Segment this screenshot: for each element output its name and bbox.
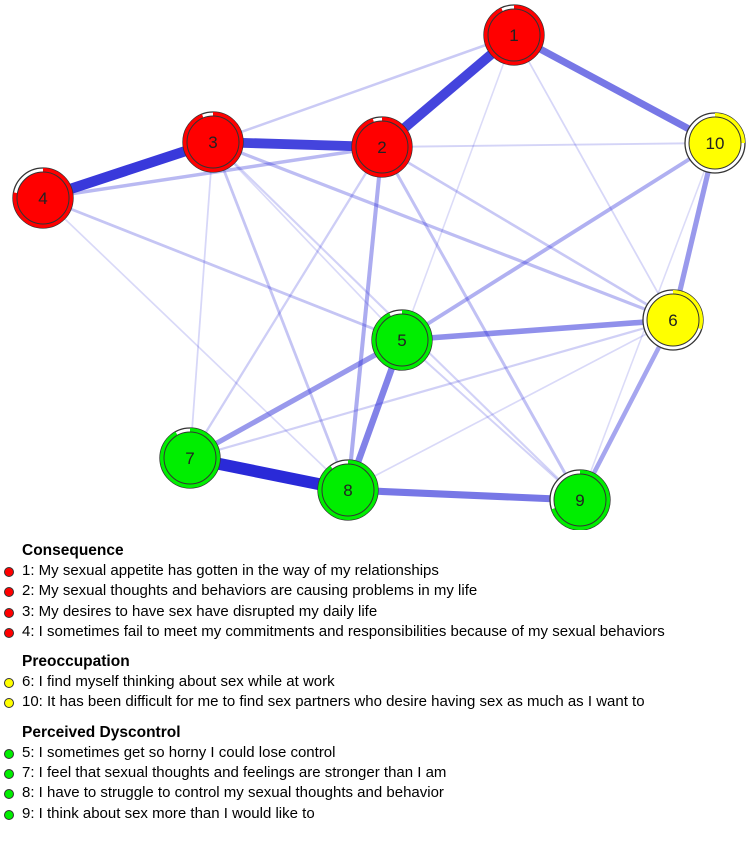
network-graph: 1 2 3 4 5 6 7 8 9 10 [12, 4, 746, 530]
legend-group: Preoccupation 6: I find myself thinking a… [4, 652, 746, 713]
node-fill [355, 120, 409, 174]
legend-dot-icon [4, 567, 14, 577]
node-label: 7 [185, 449, 194, 468]
legend-dot-icon [4, 607, 14, 618]
legend-item: 6: I find myself thinking about sex whil… [4, 672, 746, 692]
legend: Consequence 1: My sexual appetite has got… [4, 541, 746, 834]
node-label: 5 [397, 331, 406, 350]
node-label: 2 [377, 138, 386, 157]
node-1: 1 [483, 4, 545, 66]
edge-6-8 [347, 319, 674, 491]
legend-item-text: 6: I find myself thinking about sex whil… [22, 673, 335, 691]
node-fill [186, 115, 240, 169]
edge-3-5 [212, 141, 403, 341]
node-7: 7 [159, 427, 221, 489]
legend-item-text: 1: My sexual appetite has gotten in the … [22, 562, 439, 579]
node-fill [646, 293, 700, 347]
legend-item-text: 4: I sometimes fail to meet my commitmen… [22, 622, 665, 640]
legend-dot-icon [4, 627, 14, 638]
legend-item: 2: My sexual thoughts and behaviors are … [4, 581, 746, 601]
node-label: 8 [343, 481, 352, 500]
edge-4-5 [42, 196, 403, 342]
edge-3-7 [189, 141, 214, 459]
edge-3-6 [212, 140, 674, 322]
legend-item: 10: It has been difficult for me to find… [4, 692, 746, 712]
edge-2-10 [381, 142, 716, 148]
edge-2-7 [189, 146, 383, 459]
edge-1-5 [401, 34, 515, 341]
node-8: 8 [317, 459, 379, 521]
edge-2-6 [381, 145, 674, 322]
legend-item-text: 8: I have to struggle to control my sexu… [22, 784, 444, 802]
edge-1-6 [513, 34, 674, 321]
edge-4-8 [42, 197, 349, 491]
legend-dot-icon [4, 809, 14, 820]
node-fill [321, 463, 375, 517]
legend-dot-icon [4, 587, 14, 598]
node-3: 3 [182, 111, 244, 173]
legend-item: 1: My sexual appetite has gotten in the … [4, 561, 746, 581]
legend-item: 9: I think about sex more than I would l… [4, 804, 746, 824]
edge-3-1 [212, 33, 515, 144]
node-5: 5 [371, 309, 433, 371]
legend-group-title: Perceived Dyscontrol [22, 723, 181, 741]
legend-item-text: 2: My sexual thoughts and behaviors are … [22, 582, 478, 600]
edge-1-10 [512, 31, 717, 147]
legend-item-text: 5: I sometimes get so horny I could lose… [22, 743, 336, 761]
edge-5-7 [188, 337, 404, 461]
edge-8-9 [347, 486, 581, 504]
node-4: 4 [12, 167, 74, 229]
node-2: 2 [351, 116, 413, 178]
legend-dot-icon [4, 769, 14, 780]
legend-item-text: 3: My desires to have sex have disrupted… [22, 602, 378, 620]
edge-2-9 [380, 146, 582, 501]
node-layer: 1 2 3 4 5 6 7 8 9 10 [12, 4, 746, 530]
node-label: 1 [509, 26, 518, 45]
legend-dot-icon [4, 789, 14, 800]
legend-item-text: 9: I think about sex more than I would l… [22, 804, 315, 822]
node-fill [375, 313, 429, 367]
legend-dot-icon [4, 678, 14, 689]
node-label: 3 [208, 133, 217, 152]
node-label: 9 [575, 491, 584, 510]
edge-7-6 [189, 318, 674, 460]
legend-item: 7: I feel that sexual thoughts and feeli… [4, 763, 746, 783]
edge-5-9 [401, 339, 581, 501]
node-label: 4 [38, 189, 47, 208]
edge-5-6 [401, 317, 674, 343]
legend-group-title: Preoccupation [22, 653, 130, 671]
node-label: 10 [706, 134, 725, 153]
legend-group: Perceived Dyscontrol 5: I sometimes get s… [4, 723, 746, 824]
legend-item: 4: I sometimes fail to meet my commitmen… [4, 622, 746, 642]
node-fill [487, 8, 541, 62]
node-label: 6 [668, 311, 677, 330]
legend-group: Consequence 1: My sexual appetite has got… [4, 541, 746, 642]
legend-item: 8: I have to struggle to control my sexu… [4, 783, 746, 803]
node-fill [553, 473, 607, 527]
edge-10-5 [400, 141, 717, 342]
edge-2-8 [345, 146, 385, 491]
legend-group-title: Consequence [22, 542, 124, 559]
node-10: 10 [684, 112, 746, 174]
edge-layer [41, 31, 718, 504]
node-fill [688, 116, 742, 170]
legend-item-text: 7: I feel that sexual thoughts and feeli… [22, 764, 447, 782]
legend-item: 5: I sometimes get so horny I could lose… [4, 743, 746, 763]
node-6: 6 [642, 289, 704, 351]
edge-3-8 [211, 141, 350, 491]
node-9: 9 [549, 469, 611, 530]
node-fill [163, 431, 217, 485]
legend-dot-icon [4, 698, 14, 709]
legend-dot-icon [4, 748, 14, 759]
legend-item: 3: My desires to have sex have disrupted… [4, 602, 746, 622]
node-fill [16, 171, 70, 225]
legend-item-text: 10: It has been difficult for me to find… [22, 693, 645, 711]
edge-6-9 [577, 318, 676, 502]
